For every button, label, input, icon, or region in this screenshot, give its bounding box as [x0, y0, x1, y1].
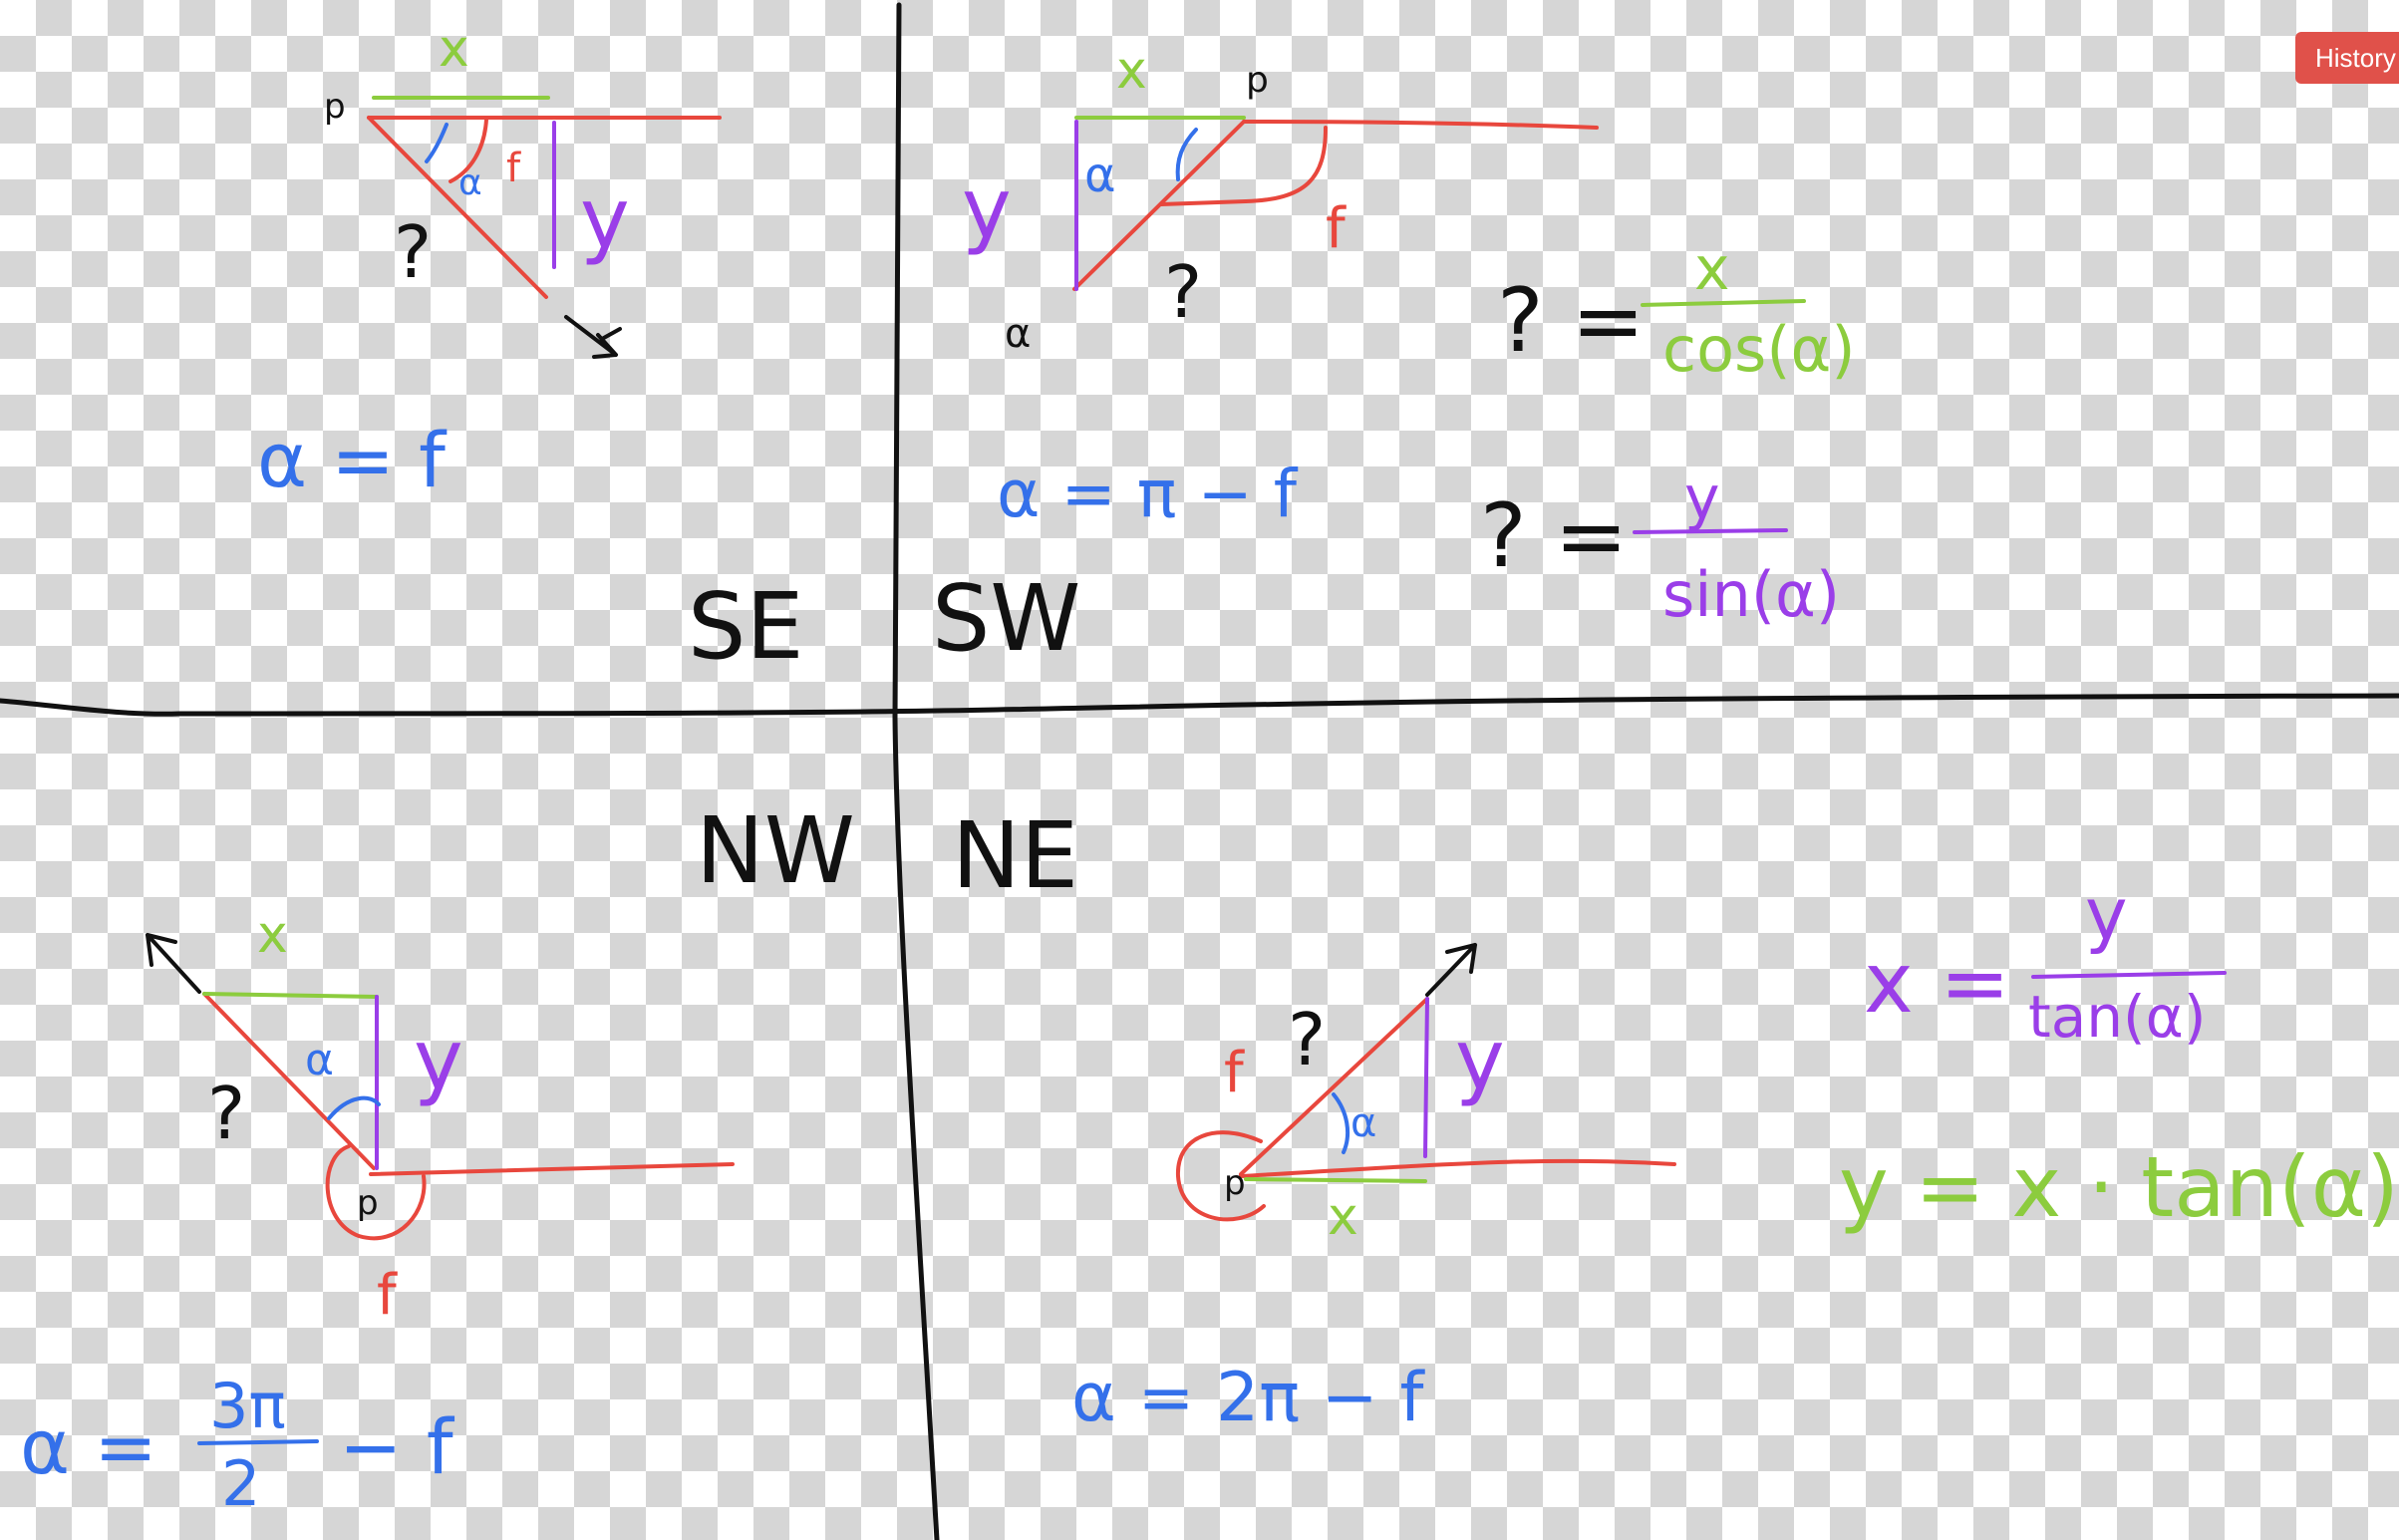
nw-f-label: f — [377, 1263, 398, 1328]
svg-text:NW: NW — [696, 797, 855, 904]
svg-text:NE: NE — [952, 802, 1078, 909]
se-hypotenuse-label: ? — [394, 210, 432, 294]
sw-x-label: x — [1116, 41, 1147, 101]
svg-text:SW: SW — [932, 565, 1080, 672]
nw-hypotenuse-label: ? — [207, 1072, 245, 1155]
sw-ground-line — [1242, 120, 1599, 130]
sw-cos-denominator: cos(α) — [1662, 313, 1856, 386]
ne-alpha-label: α — [1350, 1100, 1376, 1146]
nw-p-label: p — [357, 1183, 379, 1223]
sw-cos-lhs: ? = — [1497, 269, 1645, 372]
ne-formula: α = 2π − f — [1071, 1359, 1425, 1437]
se-diagram — [367, 96, 722, 359]
sw-sin-numerator: y — [1684, 463, 1720, 533]
nw-formula-rhs: − f — [339, 1402, 455, 1491]
sw-alpha-label: α — [1084, 148, 1116, 203]
ne-y-side — [1423, 997, 1429, 1158]
sw-cos-numerator: x — [1694, 234, 1730, 304]
nw-alpha-arc — [327, 1095, 381, 1120]
se-direction-arrow — [564, 315, 622, 359]
ne-f-label: f — [1224, 1041, 1245, 1105]
ne-f-arc — [1175, 1130, 1266, 1222]
se-alpha-label: α — [458, 162, 482, 203]
nw-formula-numerator: 3π — [209, 1370, 286, 1442]
ne-p-label: p — [1224, 1163, 1246, 1203]
sw-diagram — [1072, 116, 1599, 291]
sw-y-label: y — [962, 159, 1012, 257]
sw-formula: α = π − f — [997, 456, 1299, 532]
se-formula: α = f — [257, 416, 448, 504]
sw-p-label: p — [1246, 60, 1269, 101]
sw-sin-fraction-bar — [1633, 528, 1788, 534]
ne-x-side — [1244, 1177, 1427, 1183]
quadrant-label-sw: SW — [932, 565, 1080, 672]
nw-formula-fraction-bar — [197, 1439, 319, 1445]
vertical-axis — [892, 2, 940, 1540]
sw-hypotenuse — [1072, 120, 1246, 291]
ne-tan-numerator: y — [2085, 872, 2128, 956]
ne-hypotenuse-label: ? — [1288, 998, 1326, 1081]
nw-y-label: y — [414, 1011, 463, 1108]
se-p-label: p — [324, 87, 346, 127]
se-y-label: y — [580, 169, 630, 267]
sw-alpha-arc — [1175, 128, 1198, 181]
se-f-arc — [449, 118, 488, 183]
sw-corner-label: α — [1005, 311, 1031, 357]
sw-sin-denominator: sin(α) — [1662, 558, 1840, 631]
se-x-label: x — [439, 19, 469, 79]
sw-f-label: f — [1326, 196, 1347, 261]
sw-cos-fraction-bar — [1641, 299, 1806, 307]
history-button[interactable]: History — [2295, 32, 2399, 84]
sw-hypotenuse-label: ? — [1164, 250, 1202, 334]
ne-x-label: x — [1328, 1187, 1358, 1247]
ne-tan-denominator: tan(α) — [2028, 983, 2207, 1051]
nw-x-label: x — [257, 905, 288, 965]
se-hypotenuse — [367, 116, 548, 299]
ne-y-equation: y = x · tan(α) — [1839, 1138, 2399, 1236]
quadrant-label-ne: NE — [952, 802, 1078, 909]
nw-f-arc — [325, 1144, 427, 1241]
se-alpha-arc — [425, 123, 449, 163]
horizontal-axis — [0, 693, 2399, 717]
ne-diagram — [1175, 943, 1676, 1222]
se-f-label: f — [506, 146, 521, 191]
nw-formula-denominator: 2 — [221, 1447, 260, 1520]
nw-alpha-label: α — [305, 1035, 334, 1085]
ne-ground-line — [1239, 1158, 1676, 1178]
nw-formula-lhs: α = — [20, 1402, 157, 1491]
ne-direction-arrow — [1425, 943, 1477, 997]
nw-x-side — [202, 992, 379, 999]
quadrant-label-se: SE — [688, 573, 804, 680]
nw-hypotenuse — [202, 992, 376, 1170]
sw-f-arc — [1159, 126, 1328, 206]
nw-diagram — [146, 933, 735, 1241]
ne-alpha-arc — [1332, 1092, 1350, 1154]
ne-hypotenuse — [1239, 997, 1429, 1176]
ne-y-label: y — [1455, 1011, 1505, 1108]
ne-tan-fraction-bar — [2031, 971, 2227, 979]
quadrant-label-nw: NW — [696, 797, 855, 904]
sw-sin-lhs: ? = — [1480, 484, 1628, 587]
svg-text:SE: SE — [688, 573, 804, 680]
nw-direction-arrow — [146, 933, 201, 994]
ne-tan-lhs: x = — [1864, 934, 2010, 1032]
nw-ground-line — [369, 1162, 735, 1176]
